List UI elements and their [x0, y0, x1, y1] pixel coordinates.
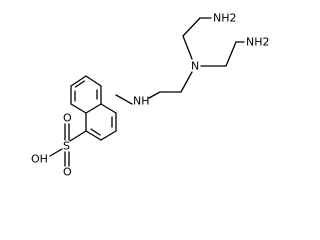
atom-label-sulfonyl-s: S: [63, 140, 70, 153]
bond-nh-ch2: [148, 91, 161, 99]
bond-ring-fusion: [85, 103, 102, 114]
bond-ringB-1: [100, 103, 117, 114]
atom-label-o-bottom: O: [63, 166, 72, 179]
bond-ringA-2: [70, 75, 87, 87]
bond-ringA-1: [85, 75, 102, 87]
bond-c-nh: [115, 94, 133, 105]
bond-n-ch2-up: [182, 35, 193, 60]
atom-label-nh2-right: NH2: [246, 36, 270, 49]
atom-label-oh: OH: [31, 153, 48, 166]
bond-ch2-ch2-up: [182, 17, 201, 37]
atom-label-nh-amine: NH: [133, 95, 150, 108]
atom-label-n-tertiary: N: [191, 60, 199, 73]
atom-label-nh2-top: NH2: [213, 12, 237, 25]
bond-s-oh: [49, 148, 63, 157]
bond-set: [49, 17, 245, 167]
bond-c-s: [69, 130, 87, 142]
bond-ringB-double-2: [90, 128, 101, 136]
bond-ch2-ch2-right: [225, 41, 237, 67]
bond-ch2-n: [180, 71, 193, 93]
bond-ringB-4: [85, 130, 102, 141]
bond-ringA-4: [70, 103, 87, 114]
chemical-structure: NH2 NH2 N NH S O O OH: [31, 12, 270, 179]
bond-ringB-3: [100, 130, 117, 141]
bond-ringA-double-1: [74, 80, 86, 88]
atom-label-o-top: O: [63, 112, 72, 125]
atom-labels: NH2 NH2 N NH S O O OH: [31, 12, 270, 179]
